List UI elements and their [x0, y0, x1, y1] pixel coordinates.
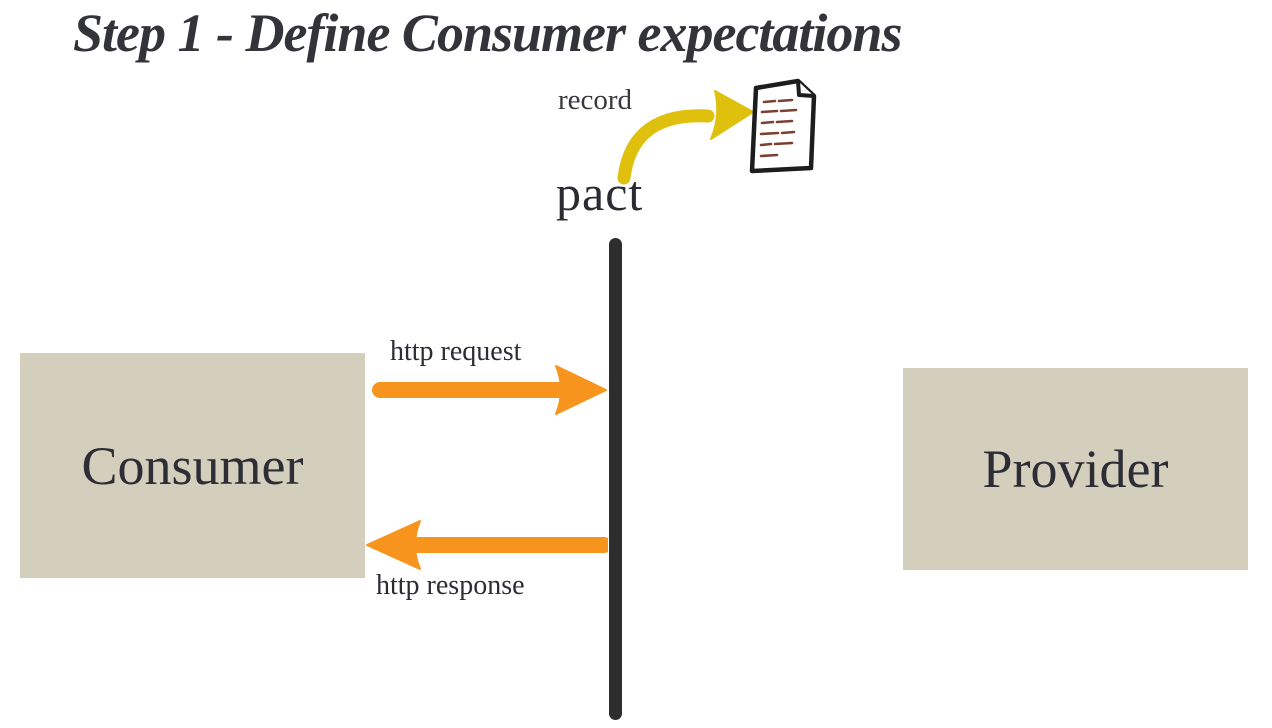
pact-lifeline [609, 238, 622, 720]
pact-label: pact [556, 165, 644, 221]
http-response-label: http response [376, 570, 525, 601]
left-arrow-icon [366, 520, 608, 570]
page-title: Step 1 - Define Consumer expectations [73, 3, 902, 63]
document-scribble-lines [759, 98, 798, 158]
provider-node-label: Provider [982, 439, 1169, 499]
record-label: record [558, 84, 633, 116]
consumer-node-label: Consumer [81, 435, 304, 496]
document-icon [749, 78, 817, 174]
provider-node: Provider [903, 368, 1248, 570]
right-arrow-icon [372, 365, 607, 415]
curved-arrow-icon [617, 90, 754, 185]
consumer-node: Consumer [20, 353, 365, 578]
http-request-label: http request [390, 336, 522, 367]
